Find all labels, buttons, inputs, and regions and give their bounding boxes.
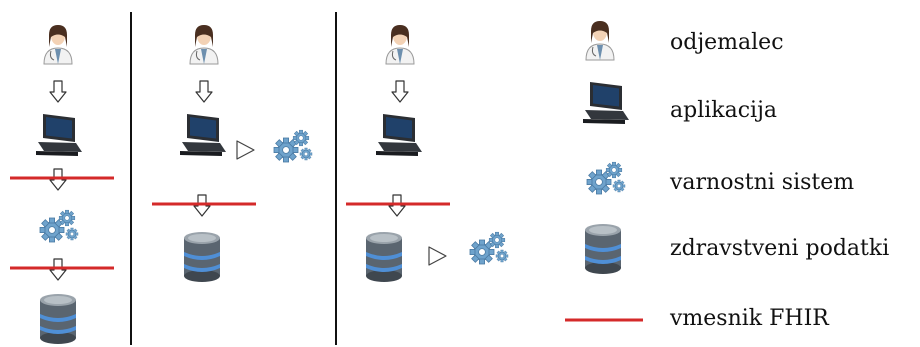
legend-gears-icon (587, 162, 625, 194)
column-2 (152, 24, 312, 282)
gears-icon (470, 232, 508, 264)
arrow-down-icon (49, 80, 67, 103)
arrow-right-icon (428, 246, 447, 266)
database-icon (366, 232, 402, 282)
column-3 (346, 24, 508, 282)
arrow-down-icon (391, 80, 409, 103)
legend-label-health-data: zdravstveni podatki (670, 236, 890, 261)
database-icon (184, 232, 220, 282)
gears-icon (274, 130, 312, 162)
legend-label-application: aplikacija (670, 98, 778, 123)
legend-doctor-icon (585, 20, 615, 61)
legend-database-icon (585, 224, 621, 274)
arrow-down-icon (195, 80, 213, 103)
column-1 (10, 24, 114, 344)
legend-computer-icon (583, 82, 629, 124)
gears-icon (40, 210, 78, 242)
legend-label-client: odjemalec (670, 30, 784, 55)
computer-icon (376, 114, 422, 156)
database-icon (40, 294, 76, 344)
computer-icon (180, 114, 226, 156)
legend-label-security-system: varnostni sistem (670, 170, 855, 195)
doctor-icon (43, 24, 73, 65)
doctor-icon (385, 24, 415, 65)
legend (565, 20, 643, 322)
doctor-icon (189, 24, 219, 65)
computer-icon (36, 114, 82, 156)
arrow-right-icon (236, 140, 255, 160)
legend-label-fhir-interface: vmesnik FHIR (670, 306, 829, 331)
